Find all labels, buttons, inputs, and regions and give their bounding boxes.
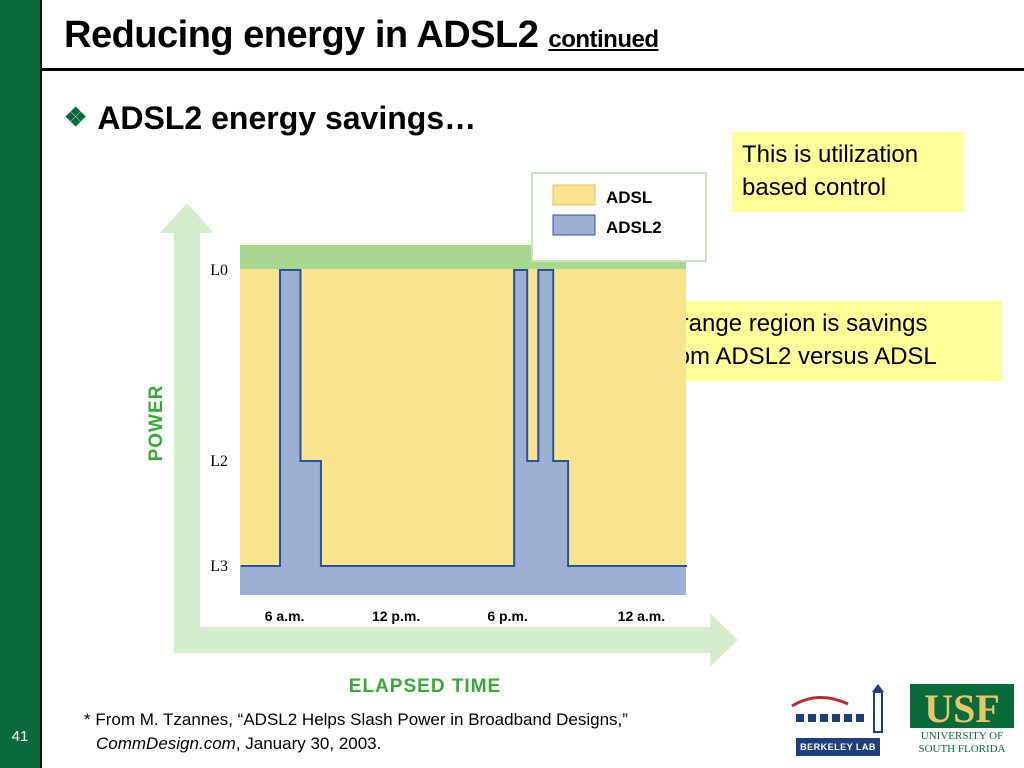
title-main: Reducing energy in ADSL2: [64, 14, 539, 56]
series-adsl2-edge: [241, 269, 687, 567]
footnote: * From M. Tzannes, “ADSL2 Helps Slash Po…: [84, 708, 628, 756]
series-adsl2-area: [240, 269, 686, 595]
usf-logo-text: USF: [924, 686, 1000, 731]
footnote-line-2: CommDesign.com, January 30, 2003.: [84, 732, 628, 756]
bullet-heading: ❖ ADSL2 energy savings…: [64, 100, 476, 137]
usf-logo: USF UNIVERSITY OF SOUTH FLORIDA: [910, 684, 1014, 760]
slide-title: Reducing energy in ADSL2 continued: [64, 14, 659, 57]
y-axis-arrow: [160, 203, 214, 653]
usf-logo-subtitle: UNIVERSITY OF SOUTH FLORIDA: [910, 730, 1014, 756]
note-savings-line-1: Orange region is savings: [662, 310, 928, 337]
x-tick-label: 6 p.m.: [487, 608, 527, 624]
usf-subtitle-line-2: SOUTH FLORIDA: [918, 743, 1006, 755]
x-axis-label: ELAPSED TIME: [349, 676, 501, 697]
page-number: 41: [11, 728, 29, 745]
berkeley-lab-emblem-icon: [791, 684, 884, 733]
berkeley-lab-text: BERKELEY LAB: [796, 738, 880, 756]
note-savings: Orange region is savings from ADSL2 vers…: [652, 301, 1002, 381]
title-suffix: continued: [548, 26, 659, 53]
footnote-date: , January 30, 2003.: [235, 734, 382, 753]
berkeley-lab-logo: BERKELEY LAB: [788, 684, 898, 760]
x-tick-label: 12 p.m.: [372, 608, 420, 624]
y-axis-label: POWER: [146, 385, 167, 462]
sidebar-bar: 41: [0, 0, 42, 768]
footnote-line-1: * From M. Tzannes, “ADSL2 Helps Slash Po…: [84, 710, 628, 729]
plot-area: [240, 245, 687, 595]
x-tick-label: 6 a.m.: [265, 608, 305, 624]
legend-swatch-adsl: [552, 184, 596, 206]
x-tick-label: 12 a.m.: [618, 608, 665, 624]
title-bar: Reducing energy in ADSL2 continued: [40, 0, 1024, 71]
usf-logo-box: [910, 684, 1014, 728]
note-utilization-line-2: based control: [742, 174, 887, 201]
y-level-label: L2: [210, 453, 228, 470]
usf-subtitle-line-1: UNIVERSITY OF: [920, 730, 1004, 742]
note-utilization: This is utilization based control: [732, 132, 964, 212]
legend-label-adsl: ADSL: [606, 188, 652, 207]
bullet-text: ADSL2 energy savings…: [97, 100, 477, 136]
note-utilization-line-1: This is utilization: [742, 141, 919, 168]
x-axis-arrow: [174, 613, 738, 667]
y-level-label: L0: [210, 262, 228, 279]
legend-swatch-adsl2: [552, 214, 596, 236]
y-level-label: L3: [210, 558, 228, 575]
diamond-bullet-icon: ❖: [64, 102, 88, 132]
note-savings-line-2: from ADSL2 versus ADSL: [662, 343, 937, 370]
x-tick-labels: 6 a.m. 12 p.m. 6 p.m. 12 a.m.: [265, 608, 665, 624]
y-level-labels: L3 L2 L0: [210, 262, 228, 575]
footnote-source: CommDesign.com: [96, 734, 236, 753]
legend-label-adsl2: ADSL2: [606, 218, 662, 237]
legend: ADSL ADSL2: [531, 172, 707, 262]
